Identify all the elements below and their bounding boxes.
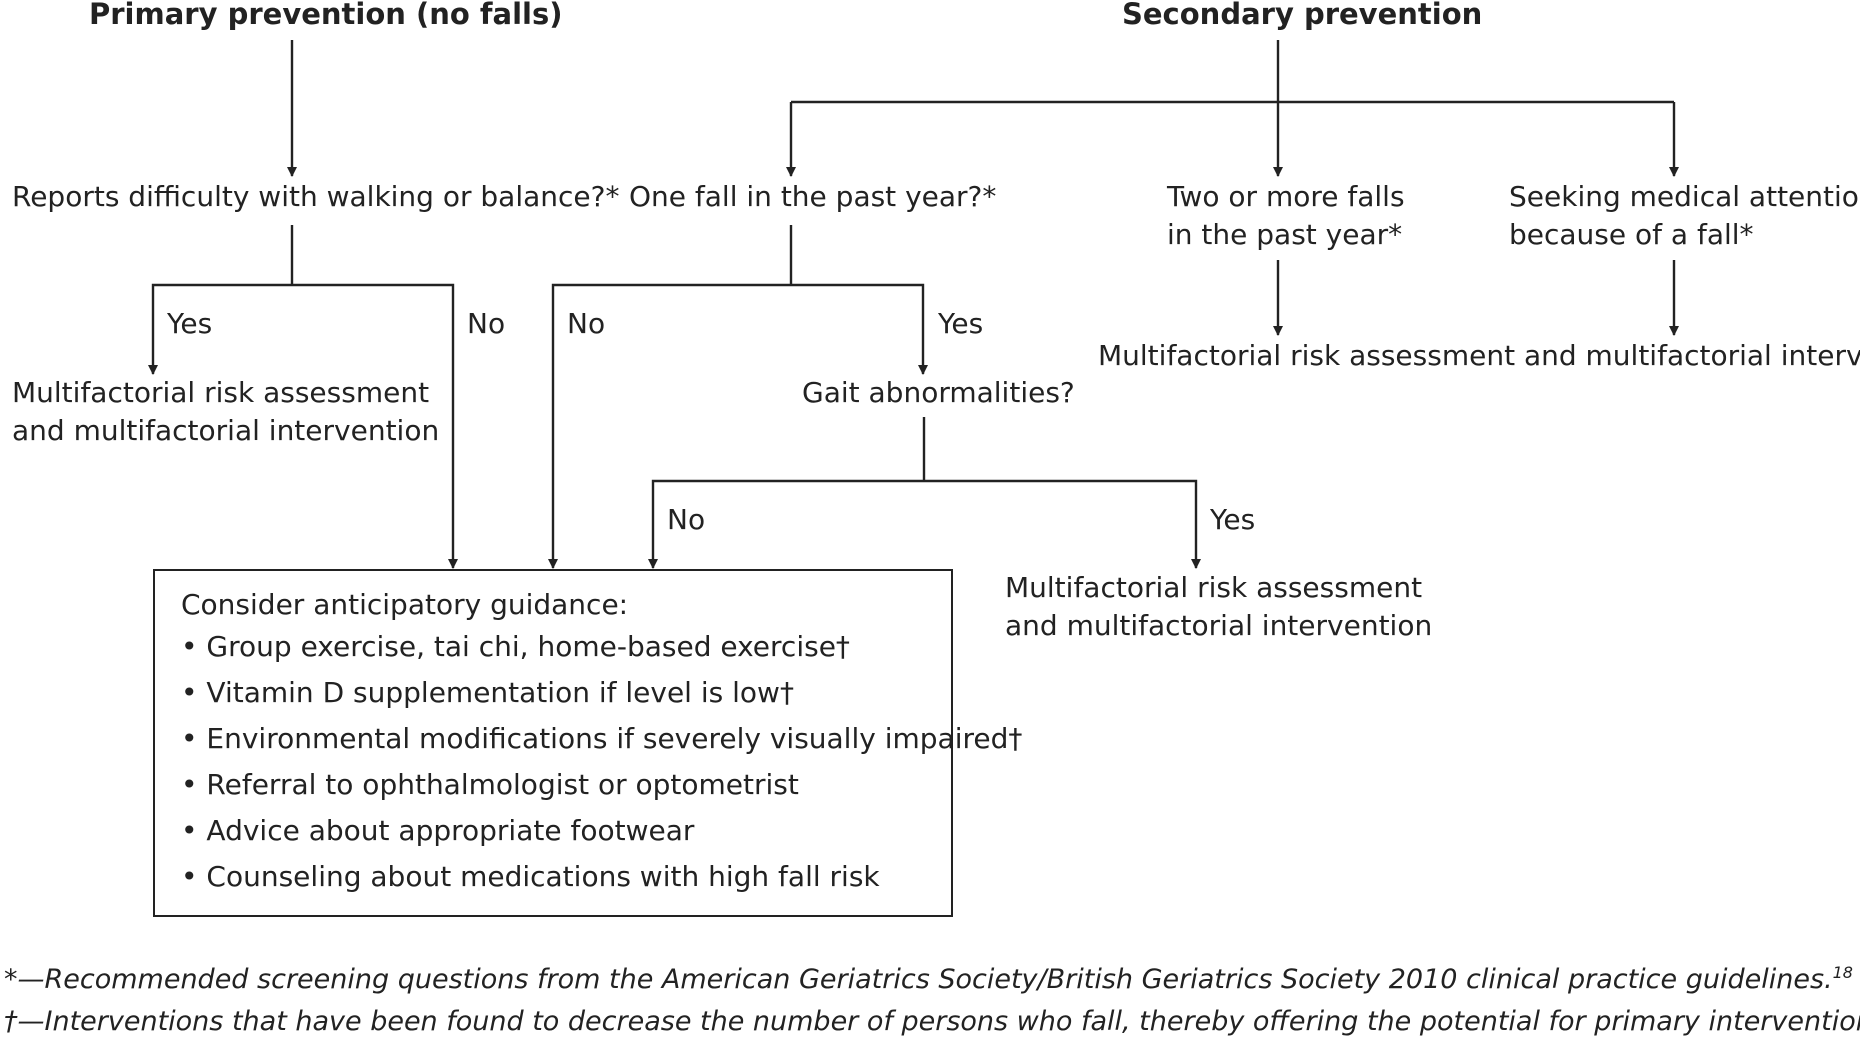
guidance-item: Advice about appropriate footwear — [181, 808, 951, 854]
seeking-attention-question: Seeking medical attention because of a f… — [1509, 178, 1860, 254]
footnote-asterisk: *—Recommended screening questions from t… — [4, 963, 1853, 997]
secondary-multifactorial-outcome: Multifactorial risk assessment and multi… — [1098, 339, 1860, 372]
outcome-line: and multifactorial intervention — [12, 414, 440, 447]
two-falls-question-line: in the past year* — [1167, 218, 1403, 251]
gait-yes-outcome: Multifactorial risk assessment and multi… — [1005, 569, 1432, 645]
guidance-title: Consider anticipatory guidance: — [181, 588, 629, 621]
guidance-item: Environmental modifications if severely … — [181, 716, 1022, 762]
arrow-one-fall-no — [548, 283, 791, 569]
footnote-dagger: †—Interventions that have been found to … — [4, 1005, 1860, 1039]
one-fall-question: One fall in the past year?* — [629, 180, 997, 213]
gait-yes-label: Yes — [1210, 503, 1256, 536]
arrow-gait-no — [648, 479, 924, 569]
arrow-gait-yes — [924, 479, 1201, 569]
outcome-line: Multifactorial risk assessment — [12, 376, 430, 409]
walking-yes-outcome: Multifactorial risk assessment and multi… — [12, 374, 439, 450]
gait-abnormalities-question: Gait abnormalities? — [802, 376, 1075, 409]
one-fall-no-label: No — [567, 307, 606, 340]
arrow-walking-no — [292, 283, 458, 569]
outcome-line: and multifactorial intervention — [1005, 609, 1433, 642]
gait-no-label: No — [667, 503, 706, 536]
walking-yes-label: Yes — [167, 307, 213, 340]
footnote-asterisk-ref: 18 — [1832, 963, 1853, 982]
secondary-prevention-header: Secondary prevention — [1122, 0, 1483, 31]
one-fall-yes-label: Yes — [938, 307, 984, 340]
footnote-asterisk-text: *—Recommended screening questions from t… — [4, 964, 1833, 995]
walking-balance-question: Reports difficulty with walking or balan… — [12, 180, 620, 213]
walking-no-label: No — [467, 307, 506, 340]
guidance-item: Group exercise, tai chi, home-based exer… — [181, 624, 951, 670]
anticipatory-guidance-box: Consider anticipatory guidance: Group ex… — [153, 569, 1022, 917]
arrow-one-fall-yes — [791, 283, 928, 375]
guidance-item: Counseling about medications with high f… — [181, 854, 951, 900]
two-falls-question-line: Two or more falls — [1167, 180, 1405, 213]
arrow-walking-yes — [148, 283, 292, 375]
seeking-attention-question-line: because of a fall* — [1509, 218, 1754, 251]
footnote-dagger-text: †—Interventions that have been found to … — [4, 1006, 1860, 1037]
guidance-item: Vitamin D supplementation if level is lo… — [181, 670, 951, 716]
two-falls-question: Two or more falls in the past year* — [1167, 178, 1405, 254]
seeking-attention-question-line: Seeking medical attention — [1509, 180, 1860, 213]
primary-prevention-header: Primary prevention (no falls) — [89, 0, 563, 31]
outcome-line: Multifactorial risk assessment — [1005, 571, 1423, 604]
guidance-list: Group exercise, tai chi, home-based exer… — [181, 624, 1022, 900]
guidance-item: Referral to ophthalmologist or optometri… — [181, 762, 951, 808]
